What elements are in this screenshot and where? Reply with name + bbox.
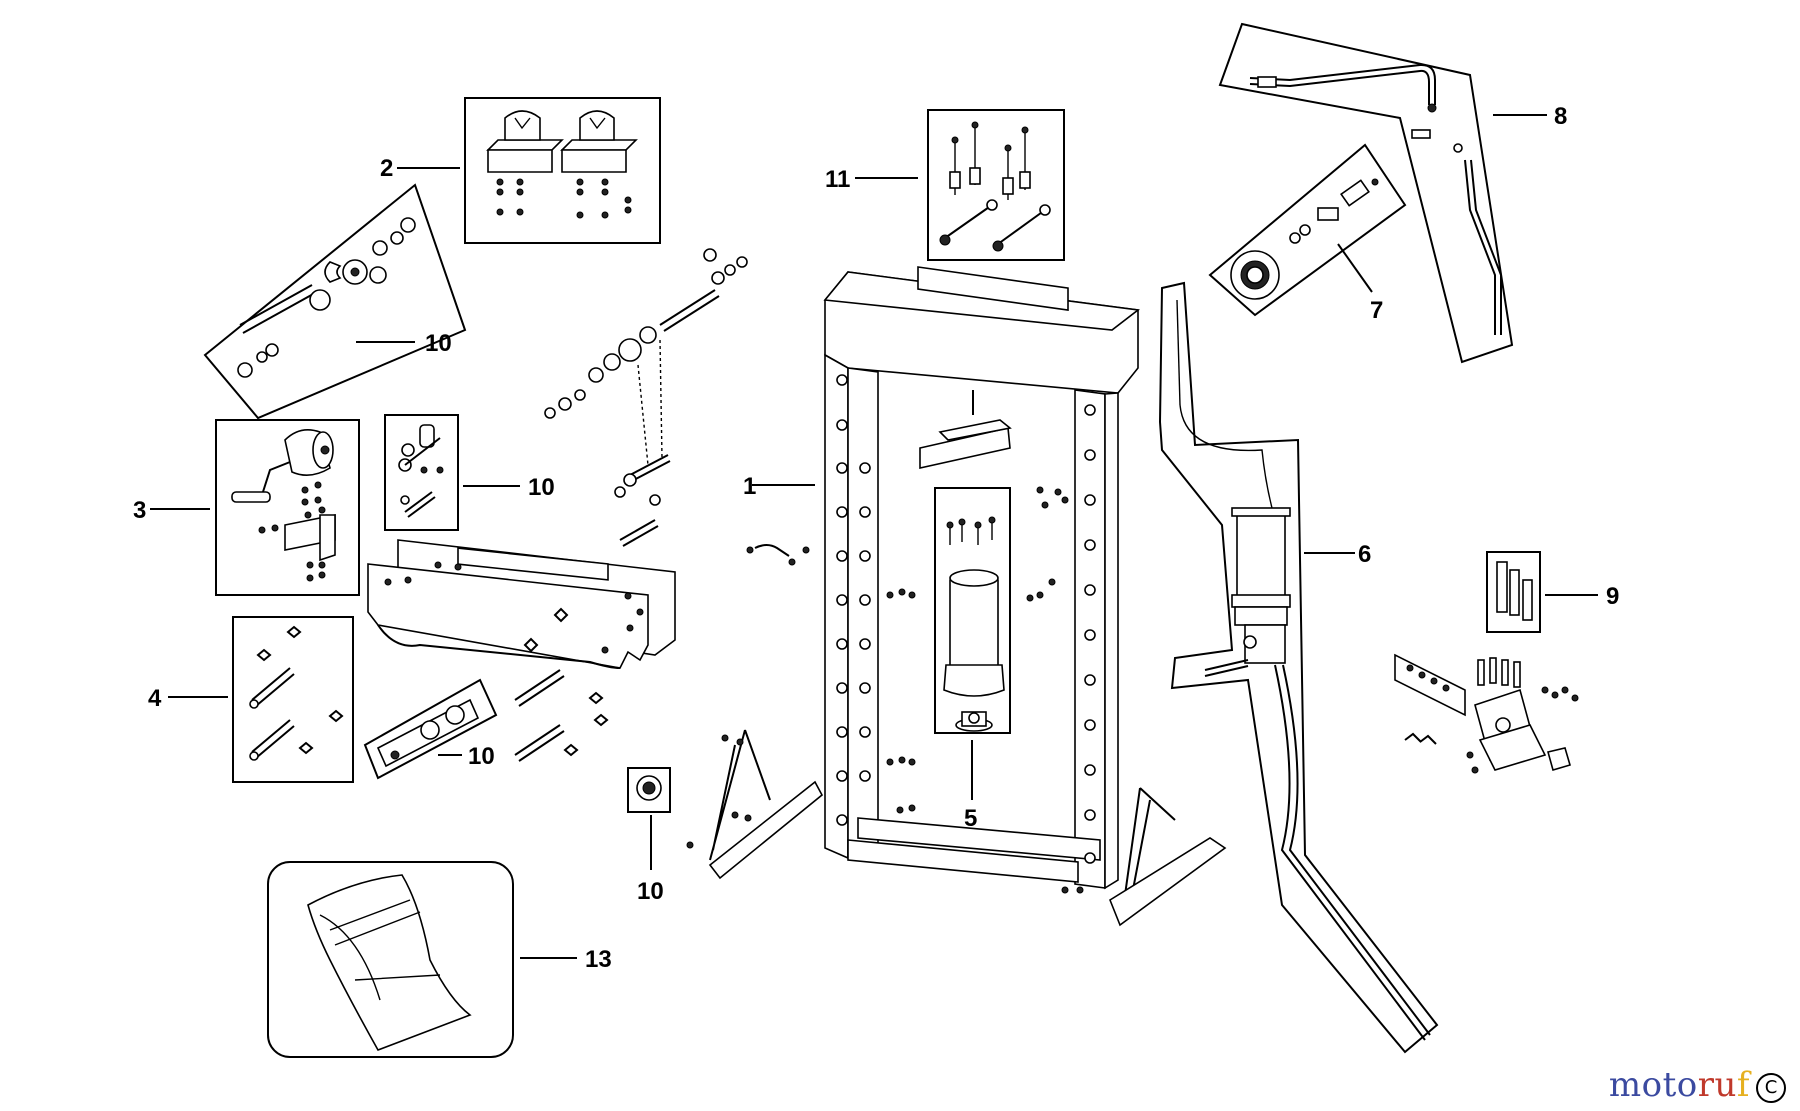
callout-7: 7 xyxy=(1370,297,1383,324)
part-3-winch: 3 xyxy=(133,419,360,596)
part-13-manual-bag: 13 xyxy=(267,861,612,1058)
callout-3: 3 xyxy=(133,497,146,524)
part-6-pump-assembly: 6 xyxy=(1158,281,1439,1054)
part-10-roller-kit-a: 10 xyxy=(203,183,467,420)
part-10-nut-kit-d: 10 xyxy=(627,767,671,905)
callout-4: 4 xyxy=(148,685,162,712)
stand-feet xyxy=(686,729,1227,927)
callout-13: 13 xyxy=(585,946,612,973)
callout-10-a: 10 xyxy=(425,330,452,357)
part-10-pin-kit-b: 10 xyxy=(384,414,555,531)
part-8-hose-assembly: 8 xyxy=(1218,22,1567,364)
copyright-icon: C xyxy=(1756,1073,1786,1103)
callout-11: 11 xyxy=(825,166,850,193)
part-10-shaft-chain xyxy=(544,248,810,566)
callout-2: 2 xyxy=(380,155,393,182)
callout-10-d: 10 xyxy=(637,878,664,905)
bolster-plates xyxy=(367,539,676,669)
callout-9: 9 xyxy=(1606,583,1619,610)
part-10-roller-plate-c: 10 xyxy=(363,669,609,780)
part-2-vblock-set: 2 xyxy=(380,97,661,244)
callout-10-c: 10 xyxy=(468,743,495,770)
motoruf-watermark: motoruf xyxy=(1608,1065,1750,1105)
part-5-cylinder: 5 xyxy=(934,487,1011,832)
part-4-pins: 4 xyxy=(148,616,354,783)
part-7-gauge-kit: 7 xyxy=(1208,143,1407,324)
misc-fittings xyxy=(886,486,1069,814)
part-9-fittings: 9 xyxy=(1394,551,1619,774)
part-1-press-frame: 1 xyxy=(743,266,1141,890)
callout-10-b: 10 xyxy=(528,474,555,501)
callout-6: 6 xyxy=(1358,541,1371,568)
callout-8: 8 xyxy=(1554,103,1567,130)
part-11-bolt-kit: 11 xyxy=(825,109,1065,261)
callout-5: 5 xyxy=(964,805,977,832)
callout-1: 1 xyxy=(743,473,756,500)
